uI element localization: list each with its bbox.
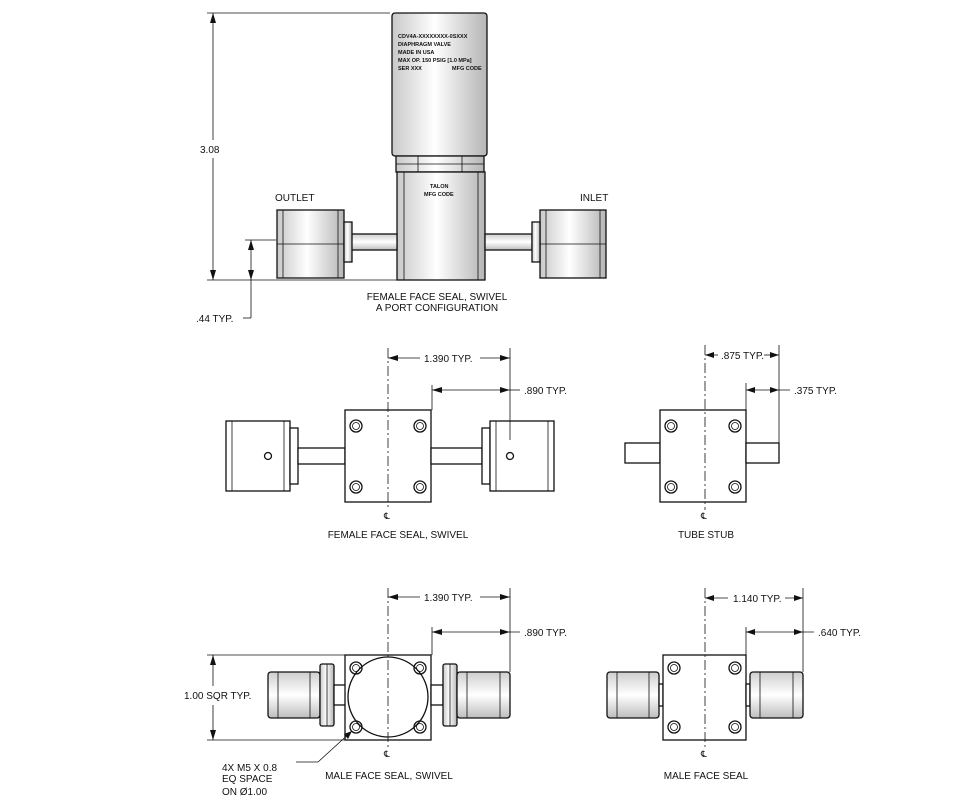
valve-body [396,171,486,281]
inlet-nut [531,209,607,279]
bolt-note-line3: ON Ø1.00 [222,787,267,798]
port-height-dimension: .44 TYP. [196,239,276,325]
male-swivel-centerline: ℄ [383,750,390,760]
overall-height-value: 3.08 [200,145,220,156]
actuator-label-line3: MADE IN USA [398,50,434,56]
front-caption-line1: FEMALE FACE SEAL, SWIVEL [367,292,508,303]
male-caption: MALE FACE SEAL [664,771,749,782]
male-swivel-caption: MALE FACE SEAL, SWIVEL [325,771,453,782]
tube-stub-view: ℄ .875 TYP. .375 TYP. TUBE STUB [624,345,837,541]
front-view: CDV4A-XXXXXXXX-0SXXX DIAPHRAGM VALVE MAD… [196,12,608,325]
male-view: ℄ 1.140 TYP. .640 TYP. MALE FACE SEAL [606,588,861,782]
actuator-label-line1: CDV4A-XXXXXXXX-0SXXX [398,34,468,40]
tube-stub-caption: TUBE STUB [678,530,734,541]
actuator-label-line4: MAX OP. 150 PSIG [1.0 MPa] [398,58,472,64]
bolt-note-line2: EQ SPACE [222,774,273,785]
male-swivel-offset-value: .890 TYP. [524,628,567,639]
inlet-label: INLET [580,193,608,204]
outlet-nut [276,209,353,279]
male-centerline: ℄ [700,750,707,760]
outlet-tube [349,233,398,251]
body-label-line1: TALON [430,184,449,190]
female-swivel-view: ℄ 1.390 TYP. .890 TYP. FEMALE FACE SEAL,… [225,348,567,541]
body-square-value: 1.00 SQR TYP. [184,691,251,702]
actuator-label-line6: MFG CODE [452,66,482,72]
front-caption-line2: A PORT CONFIGURATION [376,303,498,314]
actuator-label: CDV4A-XXXXXXXX-0SXXX DIAPHRAGM VALVE MAD… [398,34,482,72]
outlet-label: OUTLET [275,193,314,204]
port-height-value: .44 TYP. [196,314,233,325]
female-swivel-caption: FEMALE FACE SEAL, SWIVEL [328,530,469,541]
overall-height-dimension: 3.08 [200,12,397,281]
inlet-tube [484,233,533,251]
actuator-label-line2: DIAPHRAGM VALVE [398,42,451,48]
tube-stub-span-value: .875 TYP. [721,351,764,362]
tube-stub-offset-value: .375 TYP. [794,386,837,397]
male-swivel-view: ℄ 1.390 TYP. .890 TYP. 1.00 SQR TYP. 4X … [184,588,567,798]
actuator-label-line5: SER XXX [398,66,422,72]
female-swivel-offset-value: .890 TYP. [524,386,567,397]
male-swivel-span-value: 1.390 TYP. [424,593,473,604]
female-swivel-span-value: 1.390 TYP. [424,354,473,365]
body-label-line2: MFG CODE [424,192,454,198]
bolt-note-line1: 4X M5 X 0.8 [222,763,277,774]
tube-stub-centerline: ℄ [700,512,707,522]
male-offset-value: .640 TYP. [818,628,861,639]
centerline-symbol: ℄ [383,512,390,522]
male-span-value: 1.140 TYP. [733,594,782,605]
